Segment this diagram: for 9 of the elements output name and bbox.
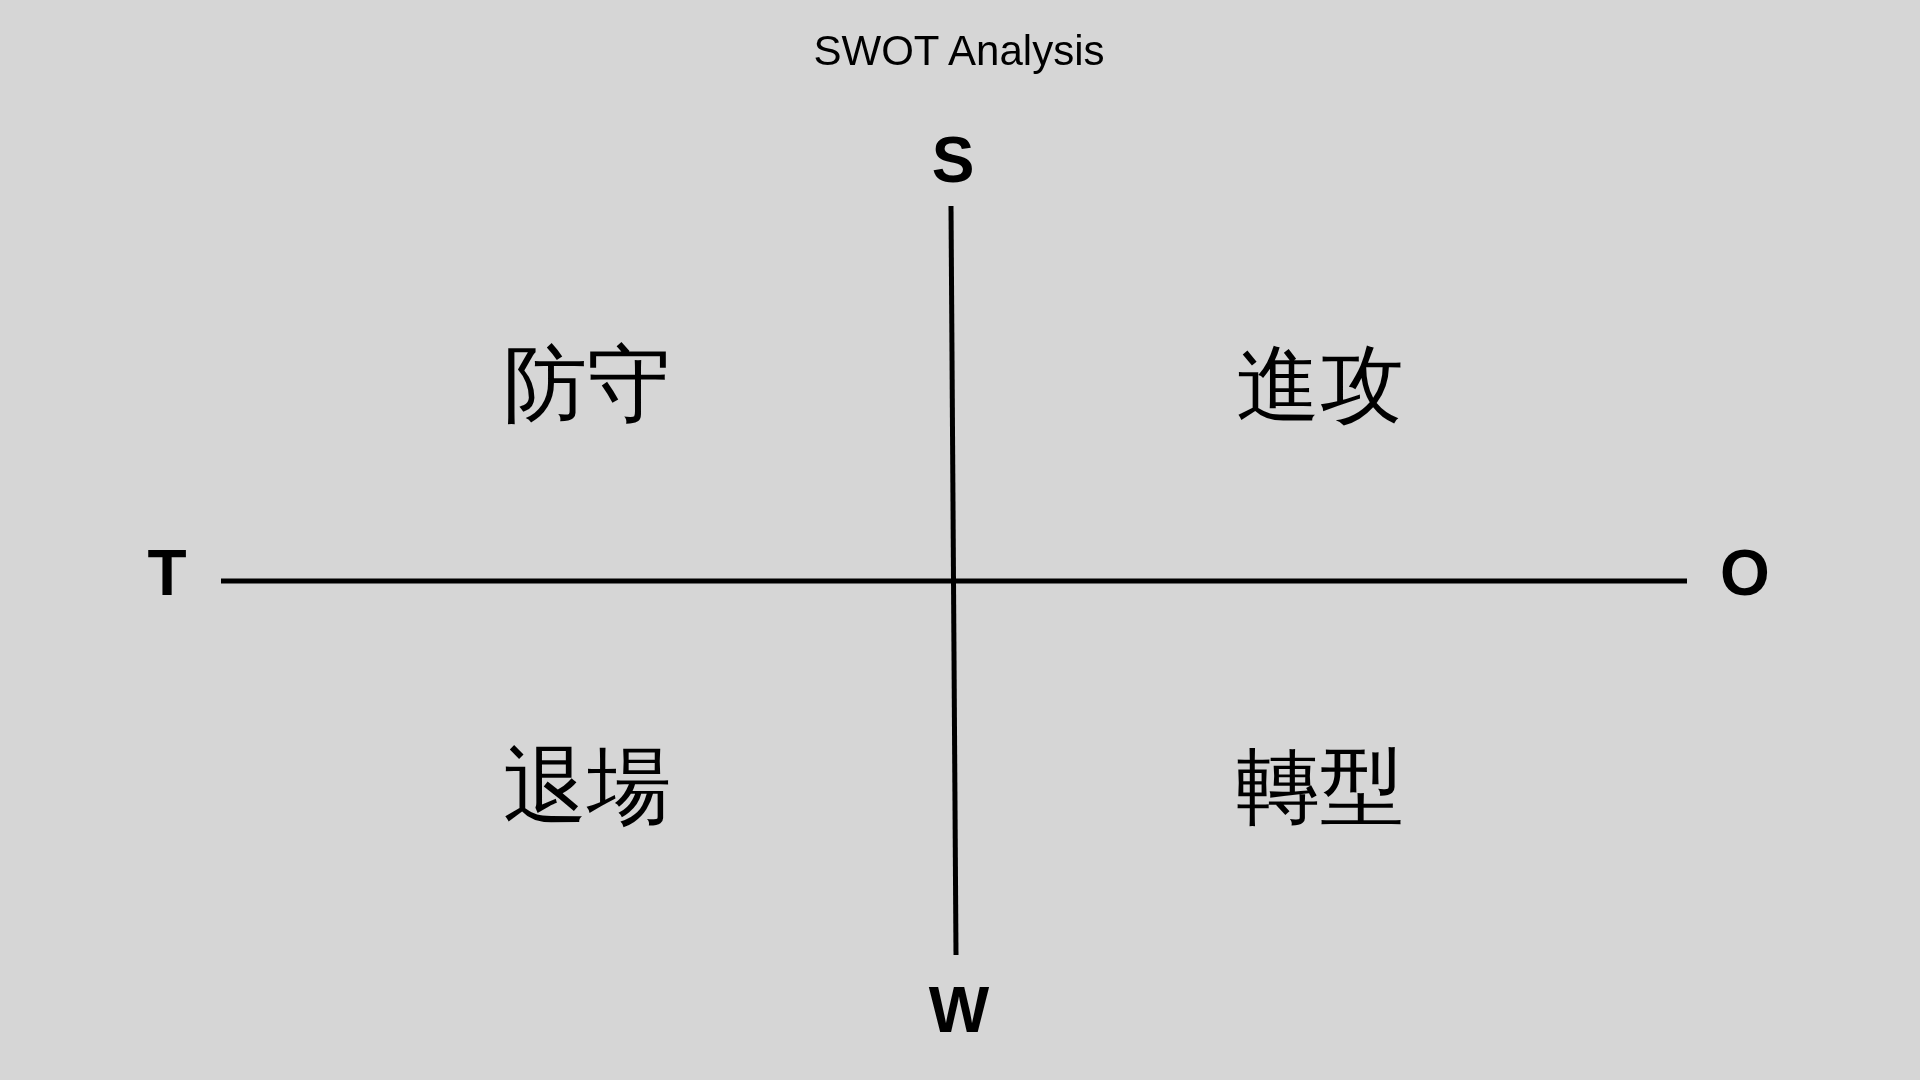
axis-label: T: [147, 537, 187, 609]
quadrant-label: 轉型: [1236, 739, 1404, 833]
axis-label: S: [931, 124, 975, 196]
quadrant-label: 進攻: [1236, 337, 1404, 431]
quadrant-label: 退場: [503, 739, 671, 833]
axis-label: O: [1720, 537, 1770, 609]
quadrant-label: 防守: [503, 337, 671, 431]
diagram-title: SWOT Analysis: [813, 27, 1105, 75]
axis-label: W: [928, 974, 990, 1046]
